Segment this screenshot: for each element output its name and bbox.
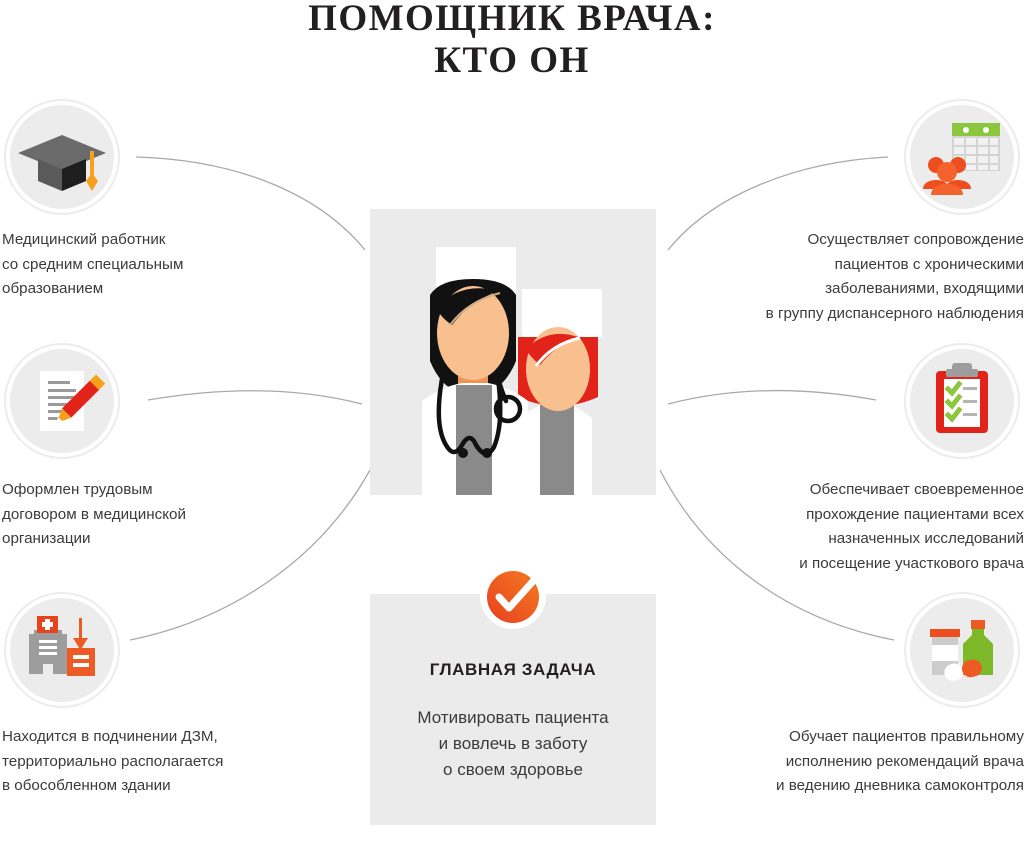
check-circle-icon (480, 563, 546, 629)
connector-left-middle (147, 390, 363, 405)
title-line-2: КТО ОН (434, 40, 590, 81)
right-item-1-text: Обеспечивает своевременное прохождение п… (799, 481, 1024, 572)
hospital-building-arrow-icon (10, 598, 114, 702)
title-line-1: ПОМОЩНИК ВРАЧА: (308, 0, 716, 39)
right-item-0-text: Осуществляет сопровождение пациентов с х… (765, 231, 1024, 322)
medical-workers-illustration (370, 209, 656, 495)
main-task-panel (370, 594, 656, 825)
graduation-cap-icon (10, 105, 114, 209)
main-task-body: Мотивировать пациента и вовлечь в заботу… (417, 708, 609, 779)
page-title: ПОМОЩНИК ВРАЧА: КТО ОН (0, 0, 1024, 82)
main-task-heading: ГЛАВНАЯ ЗАДАЧА (429, 660, 597, 679)
medicine-bottles-icon (910, 598, 1014, 702)
clipboard-checklist-icon (910, 349, 1014, 453)
right-item-2-text: Обучает пациентов правильному исполнению… (776, 728, 1024, 795)
left-item-0-text: Медицинский работник со средним специаль… (2, 231, 184, 298)
document-pencil-icon (10, 349, 114, 453)
left-item-2-text: Находится в подчинении ДЗМ, территориаль… (2, 728, 224, 795)
connector-right-middle (667, 390, 877, 405)
calendar-people-icon (910, 105, 1014, 209)
center-illustration-panel (370, 209, 656, 495)
left-item-1-text: Оформлен трудовым договором в медицинско… (2, 481, 186, 548)
